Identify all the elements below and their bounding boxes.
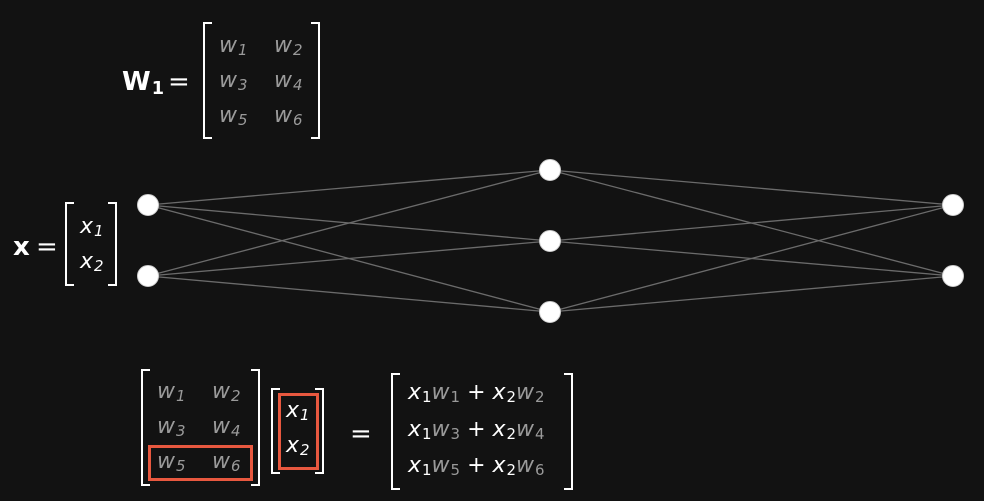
edge-l1-2-2	[147, 240, 551, 277]
product-weights-left-bracket	[141, 369, 150, 486]
w1-cell: w6	[274, 103, 303, 130]
edge-l1-2-1	[147, 169, 551, 277]
w1-right-bracket	[311, 22, 320, 139]
product-equals: =	[350, 419, 372, 449]
result-row-3: x1w5 + x2w6	[408, 453, 545, 480]
edge-l2-1-1	[549, 169, 954, 206]
input-node-2	[137, 265, 159, 287]
x-left-bracket	[65, 202, 74, 286]
product-weight-cell: w2	[212, 379, 241, 406]
w1-equals: =	[168, 67, 190, 97]
output-node-1	[942, 194, 964, 216]
input-node-1	[137, 194, 159, 216]
hidden-node-2	[539, 230, 561, 252]
highlighted-weight-row	[148, 445, 253, 481]
hidden-node-3	[539, 301, 561, 323]
result-right-bracket	[564, 373, 573, 490]
w1-cell: w2	[274, 33, 303, 60]
w1-cell: w5	[219, 103, 248, 130]
w1-cell: w4	[274, 68, 303, 95]
result-row-1: x1w1 + x2w2	[408, 380, 545, 407]
product-weights-right-bracket	[251, 369, 260, 486]
edge-l2-3-2	[549, 275, 954, 313]
edge-l2-2-1	[549, 204, 954, 242]
hidden-node-1	[539, 159, 561, 181]
product-input-left-bracket	[271, 388, 280, 474]
x-right-bracket	[108, 202, 117, 286]
x-equals: =	[36, 232, 58, 262]
w1-left-bracket	[203, 22, 212, 139]
product-weight-cell: w1	[157, 379, 186, 406]
result-left-bracket	[391, 373, 400, 490]
product-input-cell: x2	[286, 433, 310, 460]
product-input-right-bracket	[315, 388, 324, 474]
x-cell: x1	[80, 214, 104, 241]
output-node-2	[942, 265, 964, 287]
product-weight-cell: w6	[212, 449, 241, 476]
edge-l1-1-1	[147, 169, 551, 206]
w1-cell: w3	[219, 68, 248, 95]
product-input-cell: x1	[286, 398, 310, 425]
edge-l2-3-1	[549, 204, 954, 313]
product-weight-cell: w5	[157, 449, 186, 476]
x-label: x	[13, 232, 30, 262]
x-cell: x2	[80, 249, 104, 276]
w1-label: W1	[122, 67, 164, 99]
product-weight-cell: w3	[157, 414, 186, 441]
w1-cell: w1	[219, 33, 248, 60]
highlighted-input-column	[278, 393, 319, 470]
edge-l1-2-3	[147, 275, 551, 313]
product-weight-cell: w4	[212, 414, 241, 441]
result-row-2: x1w3 + x2w4	[408, 417, 545, 444]
